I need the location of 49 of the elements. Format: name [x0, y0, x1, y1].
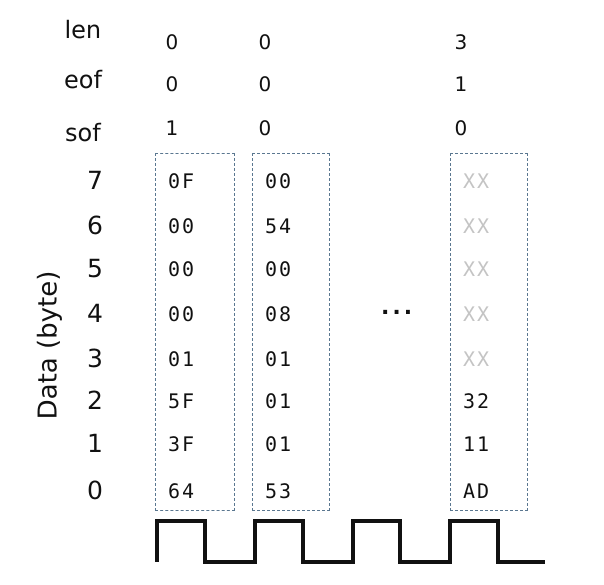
byte-index: 5 [87, 256, 103, 280]
byte-value: 00 [168, 216, 196, 236]
byte-column-box [450, 153, 528, 511]
signal-value: 0 [258, 118, 272, 138]
byte-index: 1 [87, 430, 103, 456]
byte-value: 08 [265, 304, 294, 324]
byte-value: 3F [168, 434, 196, 454]
axis-label: Data (byte) [34, 270, 61, 420]
byte-value: AD [463, 481, 492, 501]
byte-value: 00 [265, 171, 294, 191]
byte-value: 64 [168, 481, 196, 501]
byte-index: 2 [87, 388, 103, 412]
byte-value: XX [463, 171, 492, 191]
byte-value: 01 [265, 349, 294, 369]
byte-value: 5F [168, 391, 196, 411]
byte-index: 0 [87, 478, 103, 502]
byte-value: 01 [168, 349, 196, 369]
byte-value: 00 [168, 259, 196, 279]
signal-value: 0 [454, 118, 468, 138]
signal-name: len [64, 18, 102, 42]
byte-index: 4 [87, 300, 103, 326]
signal-value: 0 [258, 74, 272, 94]
signal-name: sof [65, 121, 101, 145]
signal-value: 3 [454, 32, 468, 52]
byte-value: XX [463, 216, 492, 236]
byte-value: 54 [265, 216, 294, 236]
byte-value: XX [463, 349, 492, 369]
byte-column-box [252, 153, 330, 511]
byte-value: 32 [463, 391, 492, 411]
byte-value: 01 [265, 391, 294, 411]
signal-value: 0 [166, 32, 178, 52]
byte-value: 11 [463, 434, 492, 454]
byte-value: 0F [168, 171, 196, 191]
signal-value: 0 [166, 74, 178, 94]
byte-value: 01 [265, 434, 294, 454]
byte-index: 6 [87, 212, 103, 238]
byte-value: XX [463, 259, 492, 279]
signal-value: 1 [166, 118, 178, 138]
byte-column-box [155, 153, 235, 511]
ellipsis: ... [381, 297, 416, 319]
signal-name: eof [64, 68, 102, 92]
signal-value: 1 [454, 74, 468, 94]
signal-value: 0 [258, 32, 272, 52]
byte-value: 00 [168, 304, 196, 324]
byte-index: 3 [87, 346, 103, 370]
byte-value: 53 [265, 481, 294, 501]
byte-index: 7 [87, 168, 103, 192]
byte-value: XX [463, 304, 492, 324]
byte-value: 00 [265, 259, 294, 279]
